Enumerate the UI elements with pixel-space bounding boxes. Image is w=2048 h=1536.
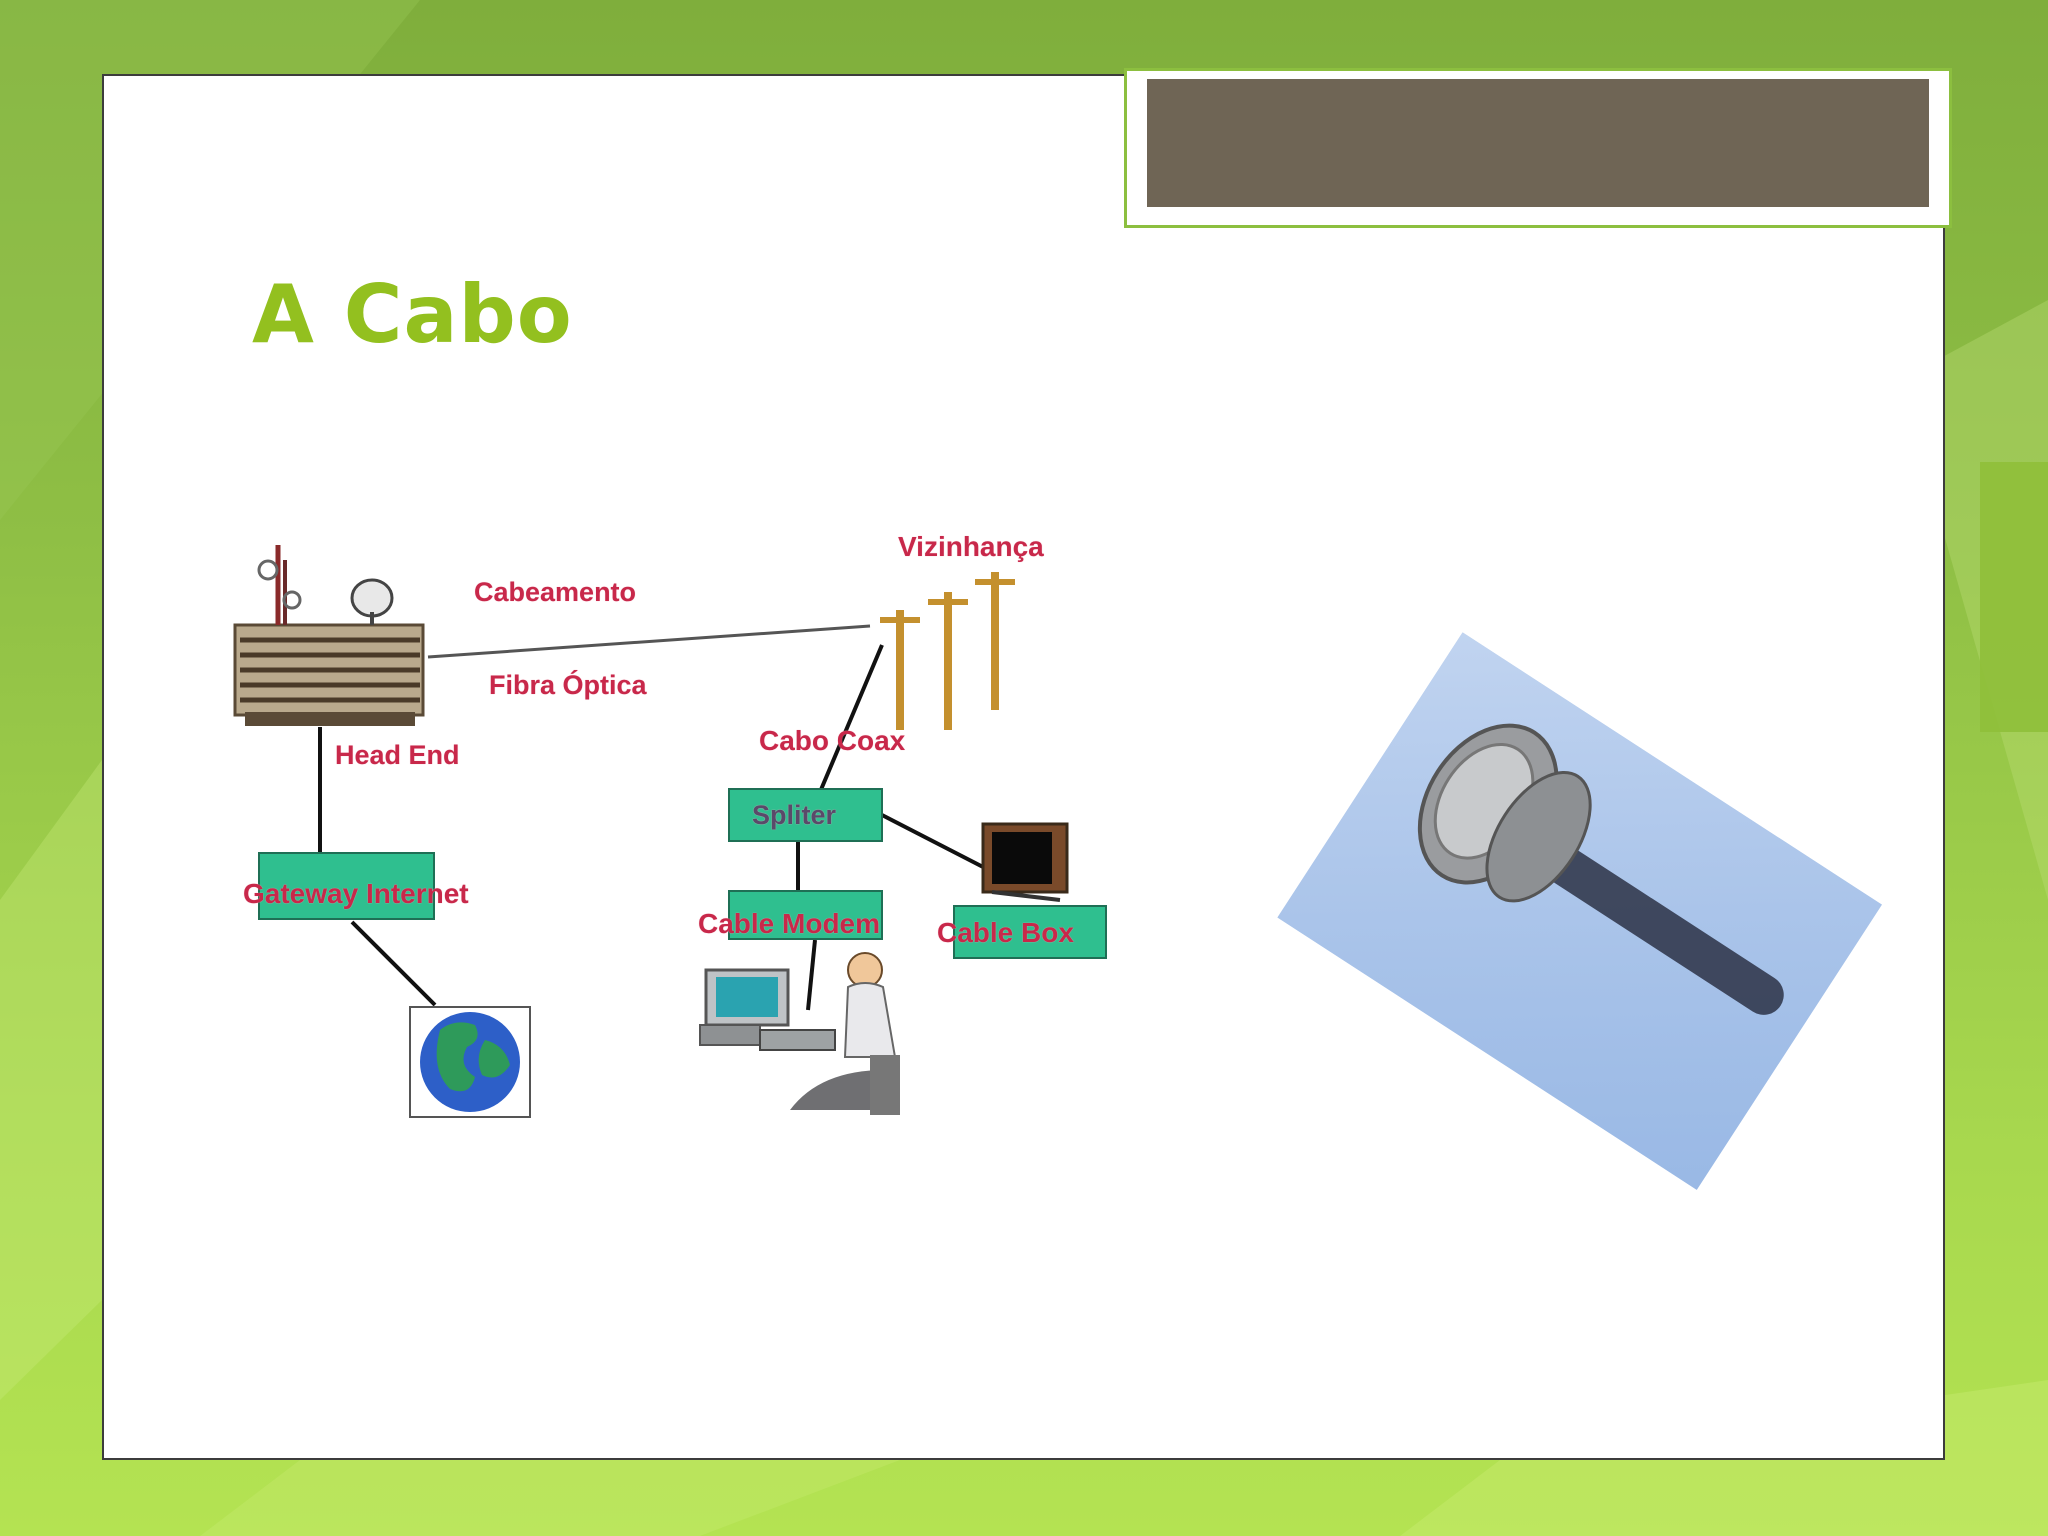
label-fibra-optica: Fibra Óptica [489, 670, 647, 700]
coax-cable-line [818, 644, 884, 793]
television-icon [981, 822, 1069, 902]
computer-user-icon [699, 952, 900, 1115]
label-spliter: Spliter [752, 800, 837, 830]
side-accent-tab [1980, 462, 2048, 732]
cable-box-box [953, 905, 1107, 959]
label-head-end: Head End [335, 740, 460, 770]
coax-connector-photo [1277, 632, 1882, 1190]
fiber-optic-line [427, 624, 871, 659]
gateway-to-internet-line [350, 920, 437, 1007]
spliter-box [728, 788, 883, 842]
label-cabo-coax: Cabo Coax [759, 725, 906, 756]
label-vizinhanca: Vizinhança [898, 531, 1044, 562]
slide-title: A Cabo [252, 268, 573, 361]
label-gateway-internet: Gateway Internet [243, 878, 469, 909]
head-end-building-icon [233, 545, 425, 726]
gateway-box [258, 852, 435, 920]
title-placeholder-fill [1147, 79, 1929, 207]
cable-modem-box [728, 890, 883, 940]
globe-icon [409, 1006, 531, 1118]
label-cable-box: Cable Box [937, 917, 1074, 948]
label-cable-modem: Cable Modem [698, 908, 881, 939]
modem-to-pc-line [806, 939, 817, 1011]
title-placeholder-frame [1124, 68, 1952, 228]
label-cabeamento: Cabeamento [474, 577, 637, 607]
spliter-to-tv-line [881, 813, 986, 870]
utility-poles-icon [880, 572, 1015, 730]
